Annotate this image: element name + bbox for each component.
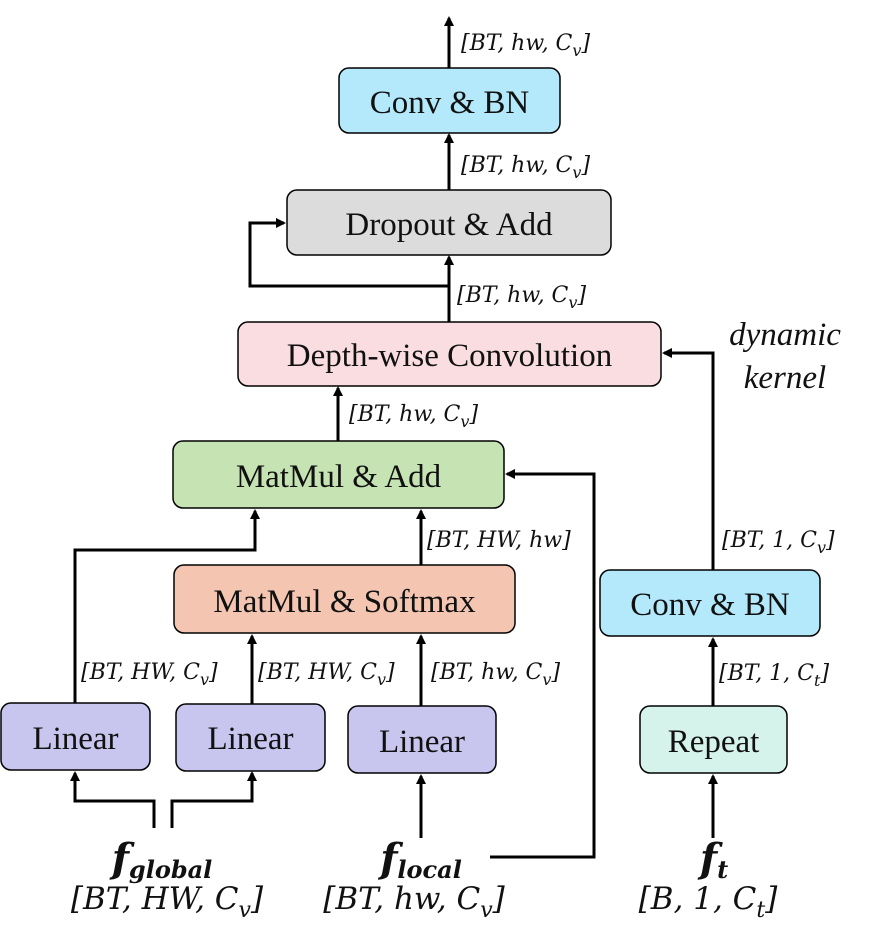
f-t-symbol: ft	[697, 835, 728, 884]
input-text: ft [B, 1, Ct]	[639, 835, 779, 923]
dropout-add-label: Dropout & Add	[345, 207, 553, 243]
input-local: flocal [BT, hw, Cv]	[323, 835, 505, 923]
dropout-add-rect	[286, 189, 612, 256]
dynamic-kernel-label-line2: kernel	[744, 360, 826, 396]
dim-lin3: [BT, hw, Cv]	[431, 660, 560, 689]
linear3-rect	[347, 705, 497, 774]
input-global: fglobal [BT, HW, Cv]	[71, 835, 264, 923]
conv-bn-right-box: Conv & BN	[599, 569, 821, 637]
dim-dropout-in: [BT, hw, Cv]	[457, 283, 586, 312]
repeat-box: Repeat	[639, 705, 788, 774]
f-t-shape: [B, 1, Ct]	[639, 881, 779, 923]
dim-kernel-in: [BT, 1, Cv]	[722, 528, 835, 557]
linear3-label: Linear	[379, 724, 465, 760]
conv-bn-right-rect	[599, 569, 821, 637]
linear3-box: Linear	[347, 705, 497, 774]
f-local-shape: [BT, hw, Cv]	[323, 881, 505, 923]
linear1-label: Linear	[32, 721, 118, 757]
conv-bn-top-box: Conv & BN	[338, 67, 561, 134]
matmul-add-label: MatMul & Add	[236, 459, 442, 495]
arrow-global-to-linear2	[170, 771, 257, 828]
repeat-label: Repeat	[668, 724, 760, 760]
depthwise-label: Depth-wise Convolution	[287, 338, 612, 374]
dropout-add-box: Dropout & Add	[286, 189, 612, 256]
dim-lin1: [BT, HW, Cv]	[81, 660, 218, 689]
dim-attn: [BT, HW, hw]	[427, 528, 571, 553]
conv-bn-top-label: Conv & BN	[370, 85, 530, 121]
conv-bn-right-label: Conv & BN	[630, 587, 790, 623]
depthwise-box: Depth-wise Convolution	[237, 321, 662, 387]
dim-lin2: [BT, HW, Cv]	[258, 660, 395, 689]
linear1-box: Linear	[0, 702, 151, 771]
repeat-rect	[639, 705, 788, 774]
matmul-add-rect	[172, 440, 505, 509]
matmul-softmax-box: MatMul & Softmax	[173, 564, 516, 634]
dynamic-kernel-label-line1: dynamic	[729, 317, 841, 353]
arrow-local-to-matmul	[490, 469, 596, 859]
arrow-global-to-linear1	[70, 771, 156, 828]
depthwise-rect	[237, 321, 662, 387]
connections	[70, 16, 718, 859]
arrow-linear1-to-matmul	[73, 509, 260, 703]
matmul-softmax-rect	[173, 564, 516, 634]
linear2-box: Linear	[175, 703, 326, 772]
f-global-symbol: fglobal	[109, 835, 213, 884]
linear2-label: Linear	[207, 721, 293, 757]
f-global-shape: [BT, HW, Cv]	[71, 881, 264, 923]
dim-repeat-out: [BT, 1, Ct]	[719, 661, 829, 690]
dim-conv-in: [BT, hw, Cv]	[461, 153, 590, 182]
arrow-kernel-to-depthwise	[662, 348, 715, 570]
matmul-softmax-label: MatMul & Softmax	[213, 584, 476, 620]
f-local-symbol: flocal	[377, 835, 462, 884]
residual-arrow	[248, 218, 449, 288]
dim-top-out: [BT, hw, Cv]	[461, 31, 590, 60]
conv-bn-top-rect	[338, 67, 561, 134]
dim-matmul-out: [BT, hw, Cv]	[349, 402, 478, 431]
matmul-add-box: MatMul & Add	[172, 440, 505, 509]
linear2-rect	[175, 703, 326, 772]
linear1-rect	[0, 702, 151, 771]
